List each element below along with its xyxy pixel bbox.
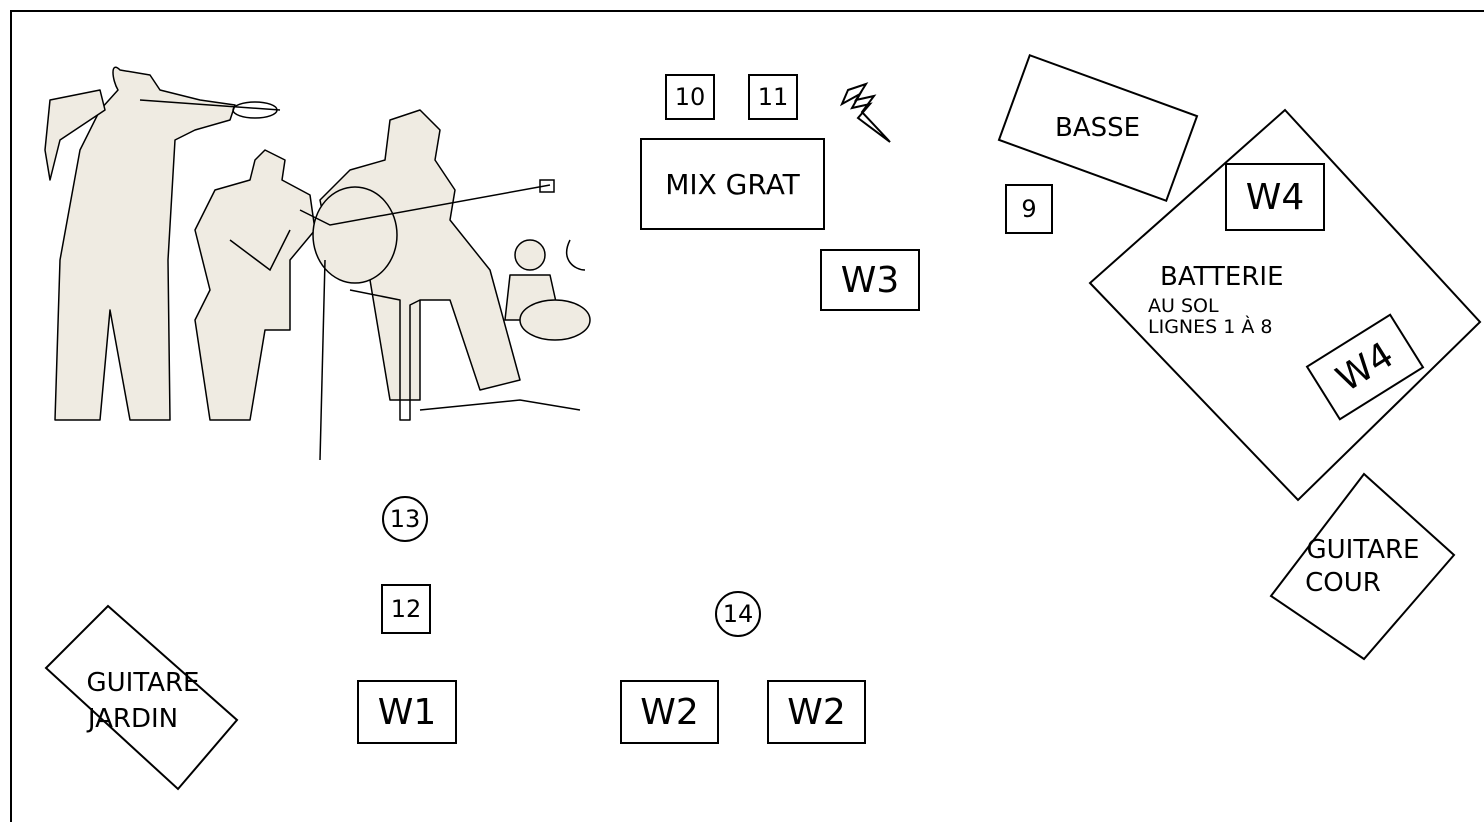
- guitare-jardin-label-1: GUITARE: [86, 668, 200, 698]
- position-14: 14: [715, 591, 761, 637]
- batterie-line-2: LIGNES 1 À 8: [1148, 316, 1273, 338]
- monitor-10: 10: [665, 74, 715, 120]
- mix-grat-zone: MIX GRAT: [640, 138, 825, 230]
- wedge-w2-right: W2: [767, 680, 866, 744]
- guitare-cour-label-1: GUITARE: [1306, 535, 1420, 565]
- monitor-11: 11: [748, 74, 798, 120]
- monitor-12: 12: [381, 584, 431, 634]
- wedge-w3: W3: [820, 249, 920, 311]
- wedge-w2-left: W2: [620, 680, 719, 744]
- wedge-w4-top: W4: [1225, 163, 1325, 231]
- batterie-title: BATTERIE: [1160, 262, 1284, 292]
- guitare-jardin-label-2: JARDIN: [87, 704, 179, 734]
- guitare-cour-label-2: COUR: [1305, 568, 1381, 598]
- monitor-9: 9: [1005, 184, 1053, 234]
- wedge-w1: W1: [357, 680, 457, 744]
- position-13: 13: [382, 496, 428, 542]
- batterie-line-1: AU SOL: [1148, 295, 1219, 317]
- stage-frame: [10, 10, 1484, 822]
- band-illustration: [44, 66, 591, 461]
